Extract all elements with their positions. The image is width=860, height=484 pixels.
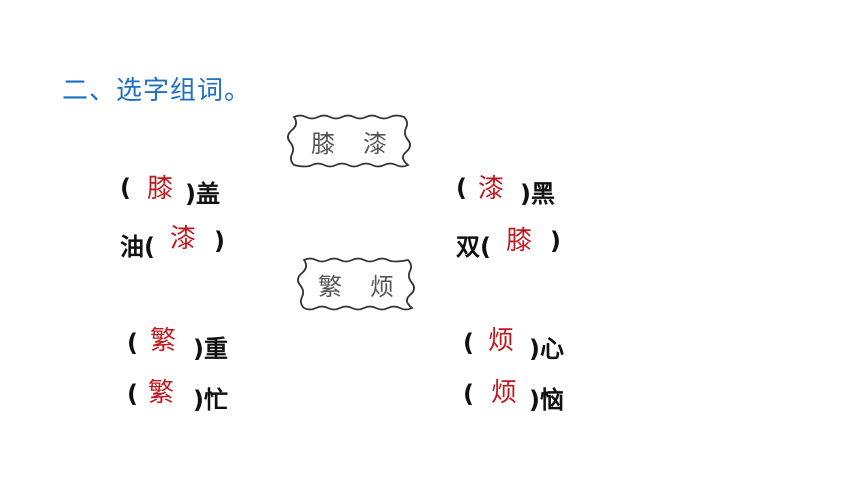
item-4-answer: 膝	[506, 226, 533, 256]
item-7-answer: 繁	[148, 378, 175, 408]
item-7-open: (	[127, 380, 138, 408]
item-5-answer: 繁	[150, 326, 177, 356]
item-2-open: (	[456, 174, 467, 202]
item-2-answer: 漆	[478, 174, 505, 204]
item-6-close: )心	[529, 335, 564, 363]
item-1-open: (	[120, 174, 131, 202]
item-1-close: )盖	[185, 180, 220, 208]
item-4-close: )	[550, 227, 561, 255]
box-2-char-1: 繁	[318, 272, 342, 301]
word-choice-box-1: 膝 漆	[286, 113, 412, 169]
wavy-border-2	[297, 257, 415, 311]
box-1-char-1: 膝	[311, 129, 335, 158]
item-7-close: )忙	[193, 386, 228, 414]
box-2-char-2: 烦	[370, 272, 394, 301]
item-3-close: )	[214, 227, 225, 255]
box-1-char-2: 漆	[363, 129, 387, 158]
item-2-close: )黑	[520, 180, 555, 208]
item-3-answer: 漆	[170, 224, 197, 254]
item-5-open: (	[127, 329, 138, 357]
item-8-close: )恼	[529, 386, 564, 414]
item-4-open: 双(	[456, 233, 491, 261]
item-8-answer: 烦	[491, 378, 518, 408]
item-8-open: (	[463, 380, 474, 408]
item-1-answer: 膝	[147, 174, 174, 204]
word-choice-box-2: 繁 烦	[296, 256, 416, 312]
item-6-open: (	[463, 329, 474, 357]
exercise-title: 二、选字组词。	[62, 76, 252, 106]
wavy-border-1	[287, 114, 411, 168]
item-3-open: 油(	[120, 233, 155, 261]
item-6-answer: 烦	[488, 326, 515, 356]
item-5-close: )重	[193, 335, 228, 363]
